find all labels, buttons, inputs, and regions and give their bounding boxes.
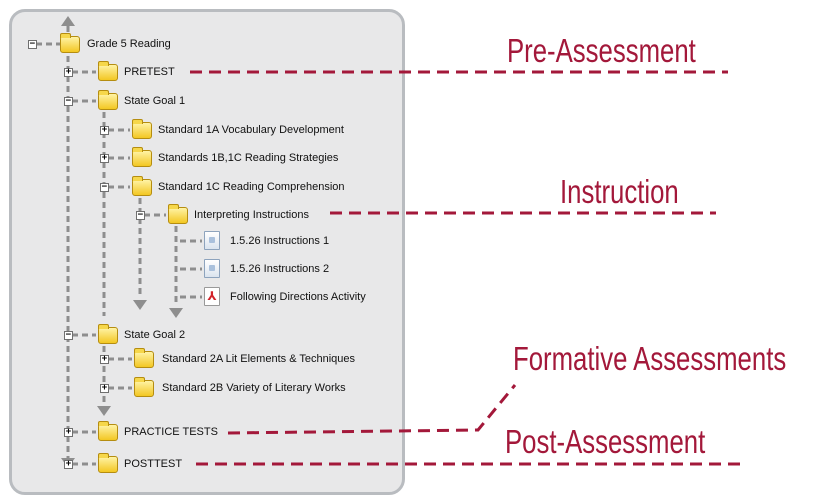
- tree-node-pretest[interactable]: PRETEST: [124, 66, 175, 78]
- formative-line: [227, 384, 517, 435]
- down-arrow-icon: [133, 300, 147, 310]
- document-icon: [204, 231, 220, 250]
- tree-node-state-goal-1[interactable]: State Goal 1: [124, 95, 186, 107]
- expand-icon[interactable]: +: [64, 67, 73, 77]
- tree-node-posttest[interactable]: POSTTEST: [124, 458, 183, 470]
- folder-icon: [134, 348, 154, 368]
- folder-icon: [60, 33, 80, 53]
- callout-post-assessment: Post-Assessment: [505, 423, 706, 460]
- folder-icon: [168, 204, 188, 224]
- document-icon: [204, 259, 220, 278]
- collapse-icon[interactable]: −: [136, 210, 145, 220]
- tree-node-standard-2b[interactable]: Standard 2B Variety of Literary Works: [162, 382, 346, 394]
- callout-formative-assessments: Formative Assessments: [513, 340, 787, 377]
- expand-icon[interactable]: +: [64, 459, 73, 469]
- folder-icon: [132, 147, 152, 167]
- expand-icon[interactable]: +: [100, 383, 109, 393]
- folder-icon: [132, 119, 152, 139]
- tree-node-standard-1c[interactable]: Standard 1C Reading Comprehension: [158, 181, 345, 193]
- pdf-icon: ⅄: [204, 287, 220, 306]
- expand-icon[interactable]: +: [100, 153, 109, 163]
- callout-instruction: Instruction: [560, 173, 679, 210]
- collapse-icon[interactable]: −: [28, 39, 37, 49]
- up-arrow-icon: [61, 16, 75, 26]
- tree-node-interpreting-instructions[interactable]: Interpreting Instructions: [194, 209, 309, 221]
- down-arrow-icon: [169, 308, 183, 318]
- folder-icon: [98, 90, 118, 110]
- folder-icon: [134, 377, 154, 397]
- down-arrow-icon: [97, 406, 111, 416]
- folder-icon: [98, 421, 118, 441]
- tree-node-standard-1a[interactable]: Standard 1A Vocabulary Development: [158, 124, 344, 136]
- tree-node-standard-2a[interactable]: Standard 2A Lit Elements & Techniques: [162, 353, 356, 365]
- folder-icon: [98, 324, 118, 344]
- tree-node-instructions-2[interactable]: 1.5.26 Instructions 2: [230, 263, 330, 275]
- tree-node-grade-5-reading[interactable]: Grade 5 Reading: [87, 38, 171, 50]
- tree-node-practice-tests[interactable]: PRACTICE TESTS: [124, 426, 218, 438]
- expand-icon[interactable]: +: [100, 125, 109, 135]
- tree-panel: [9, 9, 405, 495]
- folder-icon: [132, 176, 152, 196]
- tree-node-following-directions[interactable]: Following Directions Activity: [230, 291, 366, 303]
- tree-node-state-goal-2[interactable]: State Goal 2: [124, 329, 186, 341]
- collapse-icon[interactable]: −: [64, 96, 73, 106]
- expand-icon[interactable]: +: [64, 427, 73, 437]
- tree-node-standards-1b-1c[interactable]: Standards 1B,1C Reading Strategies: [158, 152, 339, 164]
- callout-pre-assessment: Pre-Assessment: [507, 32, 696, 69]
- collapse-icon[interactable]: −: [64, 330, 73, 340]
- tree-node-instructions-1[interactable]: 1.5.26 Instructions 1: [230, 235, 330, 247]
- folder-icon: [98, 61, 118, 81]
- folder-icon: [98, 453, 118, 473]
- expand-icon[interactable]: +: [100, 354, 109, 364]
- collapse-icon[interactable]: −: [100, 182, 109, 192]
